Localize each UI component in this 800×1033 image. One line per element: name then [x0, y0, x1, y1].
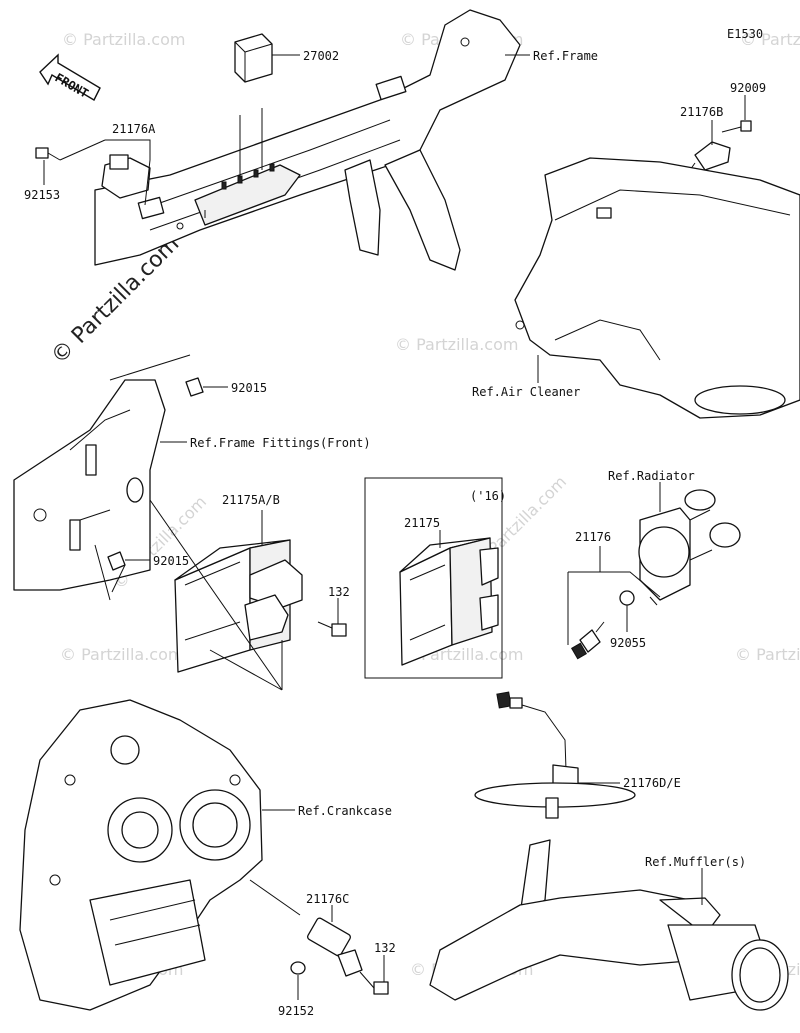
o2-sensor-21176de [474, 691, 636, 819]
air-cleaner [514, 157, 800, 419]
watermark: © Partzilla.com [395, 335, 518, 354]
nut-92015-top [185, 377, 204, 397]
inset-label: ('16) [470, 489, 506, 503]
watermark: © Partzilla.com [60, 645, 183, 664]
wiring-harness [194, 108, 301, 226]
ref-muffler-label: Ref.Muffler(s) [645, 855, 746, 869]
radiator-housing [638, 489, 741, 601]
washer-92055 [619, 590, 635, 606]
temp-sensor-21176 [570, 621, 605, 660]
bolt-132-bottom [359, 971, 389, 995]
part-92015-bottom-label: 92015 [153, 554, 189, 568]
front-arrow-icon: FRONT [39, 53, 101, 101]
part-21176a-label: 21176A [112, 122, 156, 136]
sensor-21176b [689, 141, 731, 171]
part-21175-label: 21175 [404, 516, 440, 530]
part-21176c-label: 21176C [306, 892, 349, 906]
bolt-92153 [35, 147, 61, 161]
watermark: © Partzilla.com [62, 30, 185, 49]
ref-crankcase-label: Ref.Crankcase [298, 804, 392, 818]
ref-frame-fittings-label: Ref.Frame Fittings(Front) [190, 436, 371, 450]
washer-92152 [290, 961, 306, 975]
bolt-132-top [317, 621, 347, 637]
part-92055-label: 92055 [610, 636, 646, 650]
part-92009-label: 92009 [730, 81, 766, 95]
inset-2016: ('16) [364, 477, 506, 679]
part-21176de-label: 21176D/E [623, 776, 681, 790]
frame-fittings-front [13, 379, 166, 591]
part-92152-label: 92152 [278, 1004, 314, 1018]
part-21176b-label: 21176B [680, 105, 723, 119]
part-27002-label: 27002 [303, 49, 339, 63]
muffler [429, 839, 789, 1011]
ref-frame-label: Ref.Frame [533, 49, 598, 63]
ref-air-cleaner-label: Ref.Air Cleaner [472, 385, 580, 399]
ecu-21175ab [174, 539, 303, 673]
watermark: © Partzilla.com [740, 30, 800, 49]
ref-radiator-label: Ref.Radiator [608, 469, 695, 483]
sensor-21176a [101, 154, 165, 220]
bolt-92009 [721, 95, 752, 133]
part-132-top-label: 132 [328, 585, 350, 599]
crankcase [19, 699, 263, 1011]
part-21175ab-label: 21175A/B [222, 493, 280, 507]
relay-27002 [234, 33, 273, 83]
part-21176-label: 21176 [575, 530, 611, 544]
part-132-bottom-label: 132 [374, 941, 396, 955]
watermark: © Partzilla.com [735, 645, 800, 664]
sensor-21176c [249, 879, 363, 977]
part-92015-top-label: 92015 [231, 381, 267, 395]
diagram-code: E1530 [727, 27, 763, 41]
part-92153-label: 92153 [24, 188, 60, 202]
